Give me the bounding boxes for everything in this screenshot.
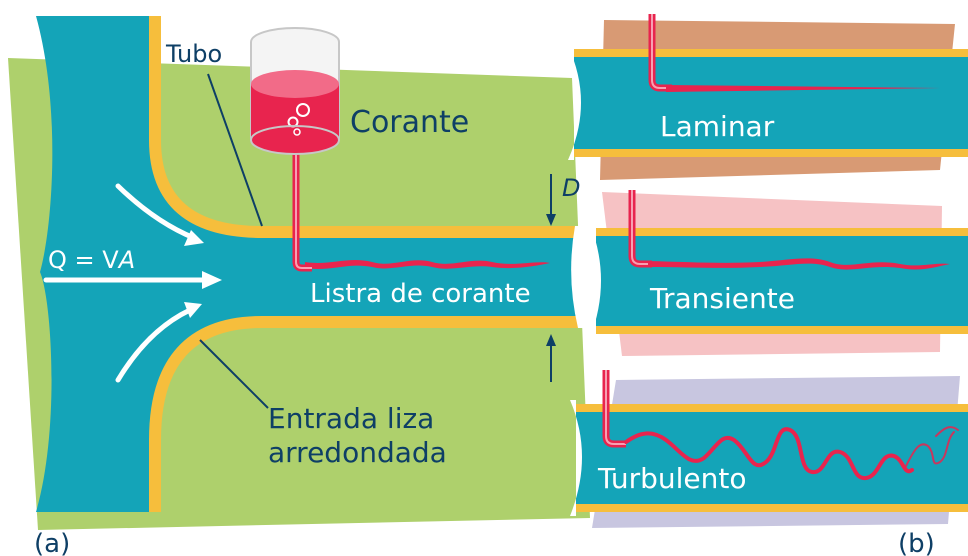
inlet-wall-bottom bbox=[149, 316, 585, 512]
flow-arrows bbox=[43, 183, 222, 383]
panel-a: Tubo Corante Q = VA Listra de corante En… bbox=[8, 16, 600, 556]
turbulent-pipe: Turbulento bbox=[570, 370, 968, 528]
flow-area-symbol: A bbox=[117, 246, 135, 274]
flow-label-text: Q = V bbox=[48, 246, 119, 274]
transient-water bbox=[596, 232, 968, 330]
turbulent-label: Turbulento bbox=[597, 462, 747, 495]
panel-b: Laminar Transiente Turbulento bbox=[568, 14, 968, 556]
turbulent-wall-top bbox=[576, 404, 968, 412]
dye-container bbox=[250, 27, 340, 155]
flow-label: Q = VA bbox=[48, 246, 135, 274]
inlet-label-line1: Entrada liza bbox=[268, 402, 434, 435]
turbulent-pipe-break bbox=[570, 400, 582, 516]
panel-a-label: (a) bbox=[34, 529, 70, 556]
streak-label: Listra de corante bbox=[310, 279, 531, 309]
inlet-leader-line bbox=[199, 339, 269, 409]
laminar-pipe: Laminar bbox=[568, 14, 968, 180]
laminar-streak bbox=[666, 85, 940, 92]
transient-streak bbox=[648, 258, 950, 270]
flow-arrow-lower-head bbox=[184, 302, 202, 318]
laminar-wall-top bbox=[574, 49, 968, 57]
turbulent-streak bbox=[624, 427, 914, 480]
laminar-needle-highlight bbox=[651, 14, 672, 89]
dye-streak bbox=[305, 260, 550, 269]
flow-arrow-middle-head bbox=[202, 271, 222, 289]
laminar-pipe-break bbox=[568, 46, 581, 160]
panel-b-label: (b) bbox=[898, 529, 935, 556]
turbulent-streak-faint bbox=[905, 426, 959, 467]
tube-label: Tubo bbox=[165, 40, 222, 68]
laminar-wall-bottom bbox=[574, 149, 968, 157]
flow-arrow-upper-head bbox=[184, 230, 204, 246]
diameter-indicator bbox=[546, 174, 556, 382]
inlet-label-line2: arredondada bbox=[268, 436, 447, 469]
pipe-break bbox=[571, 226, 600, 328]
transient-needle-highlight bbox=[631, 190, 652, 265]
flow-arrow-upper bbox=[115, 183, 197, 241]
transient-wall-top bbox=[596, 228, 968, 236]
transient-label: Transiente bbox=[649, 282, 795, 315]
laminar-label: Laminar bbox=[660, 110, 775, 143]
dye-needle-highlight bbox=[295, 148, 312, 269]
tube-leader-line bbox=[207, 73, 263, 227]
turbulent-water bbox=[576, 408, 968, 508]
dye-label: Corante bbox=[350, 105, 469, 140]
inlet-wall-top bbox=[149, 16, 585, 238]
transient-pipe-break bbox=[590, 224, 601, 338]
transient-wall-bottom bbox=[596, 326, 968, 334]
turbulent-needle-highlight bbox=[605, 370, 626, 445]
transient-pipe: Transiente bbox=[590, 190, 968, 356]
flow-arrow-lower bbox=[115, 307, 193, 383]
turbulent-wall-bottom bbox=[576, 504, 968, 512]
laminar-water bbox=[574, 52, 968, 154]
diameter-label: D bbox=[562, 174, 580, 202]
